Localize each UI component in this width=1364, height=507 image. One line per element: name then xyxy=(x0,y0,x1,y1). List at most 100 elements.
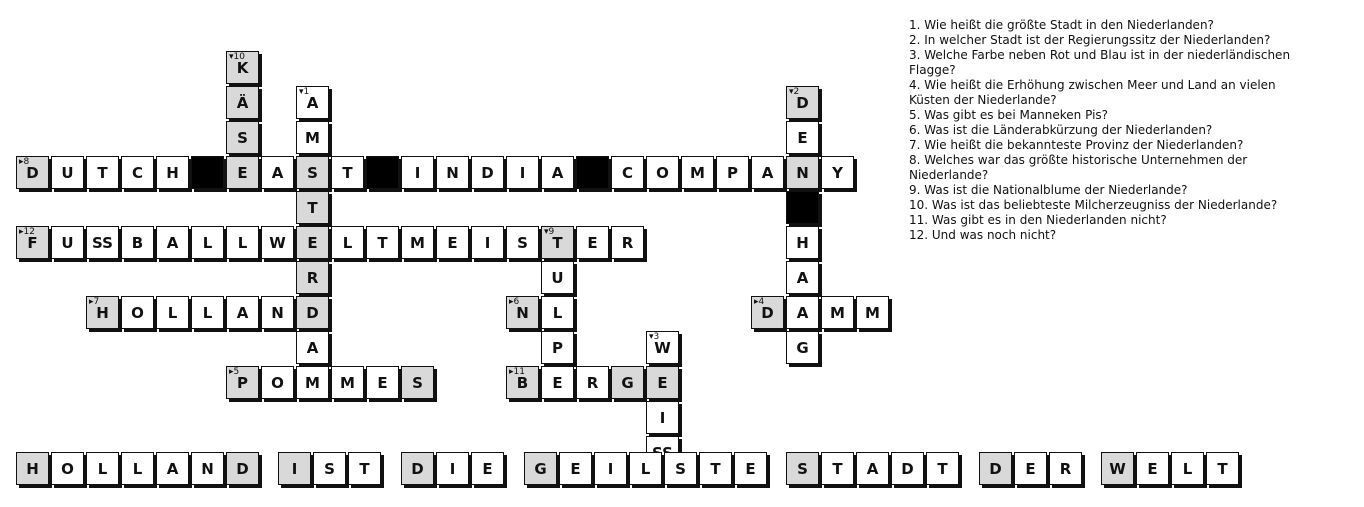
grid-cell[interactable]: Y xyxy=(821,156,854,189)
grid-cell[interactable]: D xyxy=(296,296,329,329)
grid-cell[interactable]: A xyxy=(261,156,294,189)
grid-cell[interactable]: M xyxy=(331,366,364,399)
grid-cell[interactable]: O xyxy=(646,156,679,189)
solution-cell[interactable]: T xyxy=(1206,452,1239,485)
grid-cell[interactable]: O xyxy=(121,296,154,329)
grid-cell[interactable]: E xyxy=(786,121,819,154)
grid-cell[interactable]: G xyxy=(786,331,819,364)
solution-cell[interactable]: D xyxy=(979,452,1012,485)
grid-cell[interactable]: S xyxy=(296,156,329,189)
grid-cell[interactable]: R xyxy=(296,261,329,294)
solution-cell[interactable]: D xyxy=(891,452,924,485)
grid-cell[interactable]: E xyxy=(366,366,399,399)
grid-cell[interactable]: H xyxy=(156,156,189,189)
grid-cell[interactable]: B xyxy=(121,226,154,259)
grid-cell[interactable]: L xyxy=(541,296,574,329)
solution-cell[interactable]: T xyxy=(926,452,959,485)
grid-cell[interactable]: U xyxy=(51,156,84,189)
grid-cell[interactable]: E xyxy=(576,226,609,259)
grid-cell[interactable]: A xyxy=(296,331,329,364)
solution-cell[interactable]: S xyxy=(786,452,819,485)
grid-cell[interactable]: A xyxy=(786,261,819,294)
grid-cell[interactable]: M xyxy=(821,296,854,329)
grid-cell[interactable]: SS xyxy=(86,226,119,259)
grid-cell[interactable]: M xyxy=(296,366,329,399)
grid-cell[interactable]: S xyxy=(506,226,539,259)
grid-cell[interactable]: E xyxy=(541,366,574,399)
grid-cell[interactable]: G xyxy=(611,366,644,399)
grid-cell[interactable]: A xyxy=(786,296,819,329)
solution-cell[interactable]: L xyxy=(629,452,662,485)
grid-cell[interactable]: E xyxy=(436,226,469,259)
grid-cell[interactable]: L xyxy=(156,296,189,329)
solution-cell[interactable]: T xyxy=(821,452,854,485)
grid-cell[interactable]: E xyxy=(296,226,329,259)
grid-cell[interactable]: U xyxy=(51,226,84,259)
grid-cell[interactable]: L xyxy=(331,226,364,259)
grid-cell[interactable]: C xyxy=(611,156,644,189)
solution-cell[interactable]: D xyxy=(226,452,259,485)
solution-cell[interactable]: I xyxy=(278,452,311,485)
solution-cell[interactable]: T xyxy=(348,452,381,485)
solution-cell[interactable]: L xyxy=(121,452,154,485)
solution-cell[interactable]: I xyxy=(436,452,469,485)
solution-cell[interactable]: G xyxy=(524,452,557,485)
grid-cell[interactable]: Ä xyxy=(226,86,259,119)
solution-cell[interactable]: L xyxy=(86,452,119,485)
grid-cell[interactable]: S xyxy=(226,121,259,154)
grid-cell[interactable]: P xyxy=(716,156,749,189)
grid-cell[interactable]: C xyxy=(121,156,154,189)
grid-cell[interactable]: N xyxy=(436,156,469,189)
grid-cell[interactable]: P xyxy=(541,331,574,364)
grid-cell[interactable]: T xyxy=(296,191,329,224)
grid-cell[interactable]: T xyxy=(86,156,119,189)
solution-cell[interactable]: E xyxy=(1136,452,1169,485)
solution-cell[interactable]: H xyxy=(16,452,49,485)
solution-cell[interactable]: O xyxy=(51,452,84,485)
grid-cell[interactable]: I xyxy=(471,226,504,259)
grid-cell[interactable]: M xyxy=(296,121,329,154)
solution-cell[interactable]: S xyxy=(664,452,697,485)
solution-cell[interactable]: R xyxy=(1049,452,1082,485)
grid-cell[interactable]: E xyxy=(226,156,259,189)
solution-cell[interactable]: A xyxy=(156,452,189,485)
solution-cell[interactable]: D xyxy=(401,452,434,485)
grid-cell[interactable]: M xyxy=(401,226,434,259)
grid-cell[interactable]: H xyxy=(786,226,819,259)
grid-cell[interactable]: U xyxy=(541,261,574,294)
grid-cell[interactable]: A xyxy=(751,156,784,189)
solution-cell[interactable]: E xyxy=(559,452,592,485)
grid-cell[interactable]: L xyxy=(226,226,259,259)
grid-cell[interactable]: S xyxy=(401,366,434,399)
grid-cell[interactable]: L xyxy=(191,226,224,259)
grid-cell[interactable]: T xyxy=(366,226,399,259)
grid-cell[interactable]: N xyxy=(261,296,294,329)
grid-cell[interactable]: W xyxy=(261,226,294,259)
solution-cell[interactable]: N xyxy=(191,452,224,485)
solution-cell[interactable]: E xyxy=(1014,452,1047,485)
grid-cell[interactable]: I xyxy=(646,401,679,434)
solution-cell[interactable]: S xyxy=(313,452,346,485)
grid-cell[interactable]: N xyxy=(786,156,819,189)
grid-cell[interactable]: I xyxy=(506,156,539,189)
solution-cell[interactable]: L xyxy=(1171,452,1204,485)
grid-cell[interactable]: I xyxy=(401,156,434,189)
solution-cell[interactable]: T xyxy=(699,452,732,485)
grid-cell[interactable]: M xyxy=(681,156,714,189)
grid-cell[interactable]: L xyxy=(191,296,224,329)
grid-cell[interactable]: O xyxy=(261,366,294,399)
grid-cell[interactable]: D xyxy=(471,156,504,189)
solution-cell[interactable]: A xyxy=(856,452,889,485)
grid-cell[interactable]: E xyxy=(646,366,679,399)
